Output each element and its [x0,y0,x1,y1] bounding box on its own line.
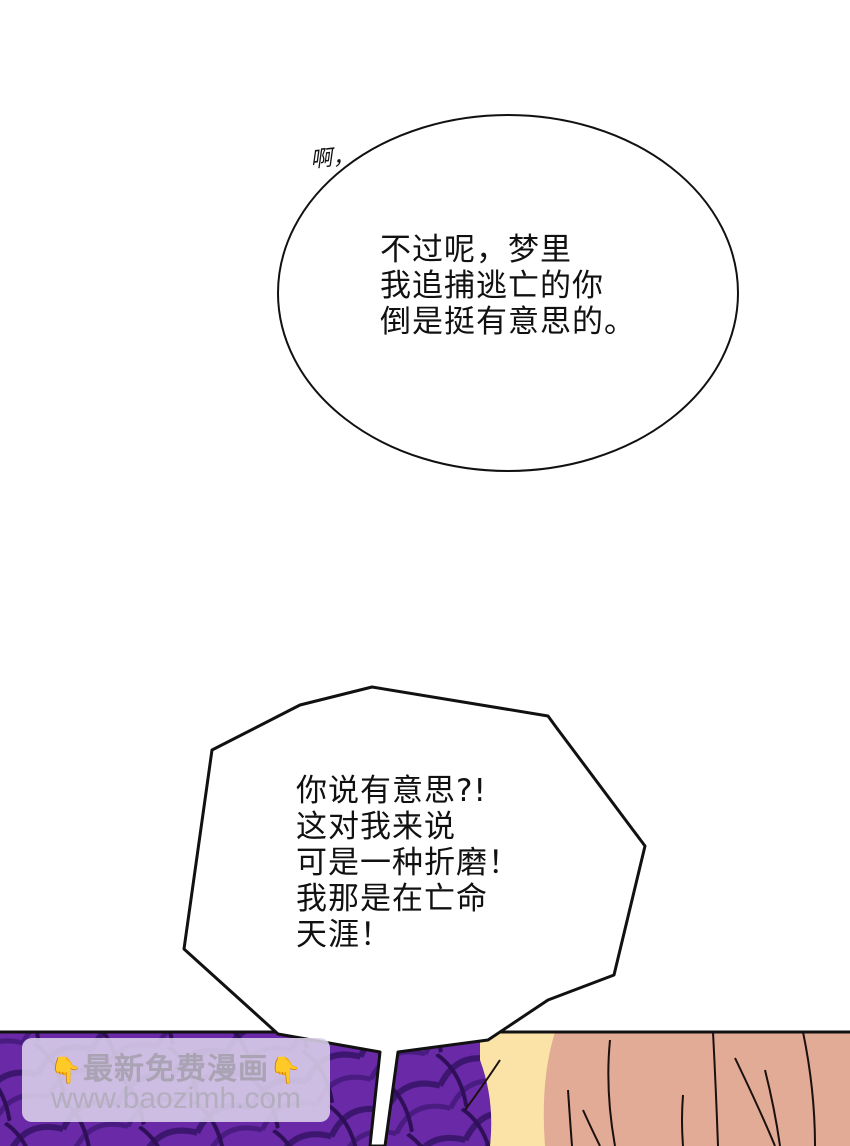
speech-bubble-oval [277,114,739,472]
dialogue-line: 可是一种折磨！ [296,845,520,881]
pointing-down-hand-icon: 👇 [49,1056,83,1086]
sound-effect-text: 啊， [309,143,356,174]
dialogue-line: 倒是挺有意思的。 [380,304,636,340]
watermark-banner[interactable]: 👇最新免费漫画👇 www.baozimh.com [22,1038,330,1122]
jagged-bubble-dialogue: 你说有意思?! 这对我来说 可是一种折磨！ 我那是在亡命 天涯！ [296,773,520,953]
dialogue-line: 我那是在亡命 [296,881,488,917]
dialogue-line: 不过呢，梦里 [380,232,572,268]
pointing-down-hand-icon: 👇 [269,1056,303,1086]
oval-bubble-dialogue: 不过呢，梦里 我追捕逃亡的你 倒是挺有意思的。 [380,232,636,340]
watermark-title: 👇最新免费漫画👇 [22,1044,330,1088]
watermark-title-text: 最新免费漫画 [83,1052,269,1087]
dialogue-line: 天涯！ [296,917,392,953]
watermark-url[interactable]: www.baozimh.com [50,1082,302,1115]
dialogue-line: 我追捕逃亡的你 [380,268,604,304]
bottom-panel-art [0,1030,850,1146]
dialogue-line: 你说有意思?! [296,773,487,809]
speech-bubble-jagged [182,685,647,1146]
dialogue-line: 这对我来说 [296,809,456,845]
